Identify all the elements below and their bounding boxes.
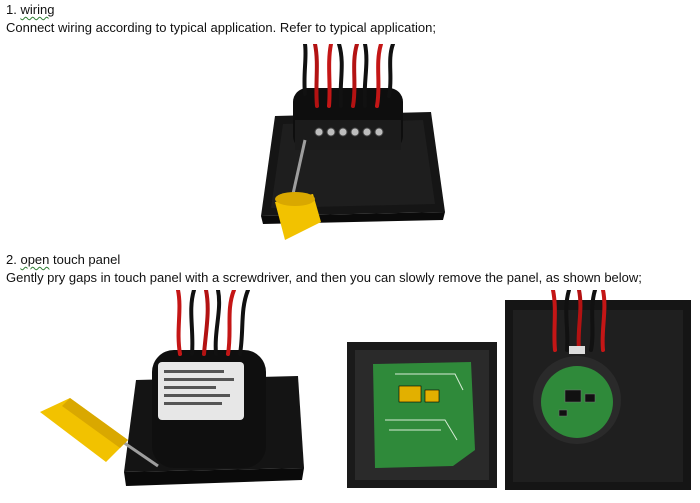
wiring-photo [235,44,455,244]
section1-body: Connect wiring according to typical appl… [6,20,436,35]
opened-panel-photo [345,290,695,495]
section1-heading: 1. wiring [6,2,54,18]
section1-heading-text: wiring [20,2,55,17]
section2-heading-rest: touch panel [49,252,121,267]
section2-body: Gently pry gaps in touch panel with a sc… [6,270,642,285]
section2-heading-word: open [20,252,50,267]
section1-number: 1. [6,2,17,17]
section2-heading: 2. open touch panel [6,252,120,268]
section2-number: 2. [6,252,17,267]
prying-photo [40,290,305,495]
